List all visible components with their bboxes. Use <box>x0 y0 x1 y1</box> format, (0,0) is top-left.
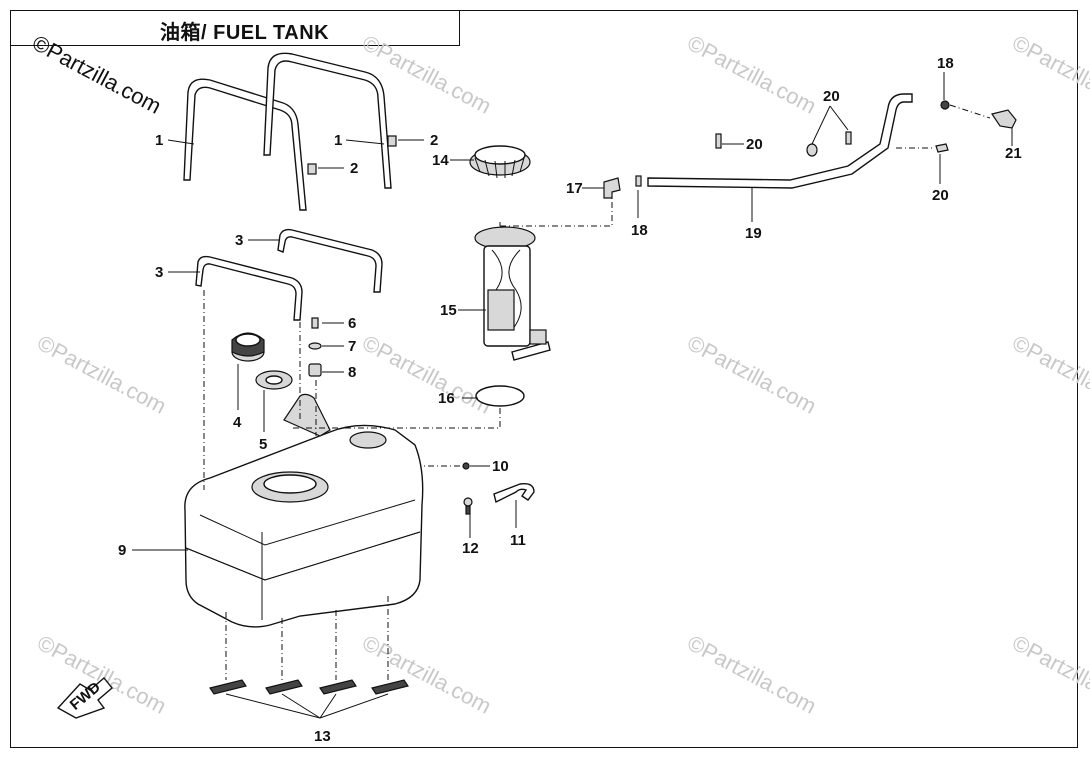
diagram-title: 油箱/ FUEL TANK <box>160 22 330 44</box>
fuel-tank <box>184 393 424 628</box>
callout-3: 3 <box>235 232 243 249</box>
callout-10: 10 <box>492 458 509 475</box>
pump-lock-ring <box>469 145 531 179</box>
callout-20: 20 <box>932 187 949 204</box>
clamp-18b <box>940 100 950 110</box>
callout-20: 20 <box>823 88 840 105</box>
clip-20a <box>715 133 722 149</box>
alignment-lines <box>203 104 991 680</box>
clip-20b <box>806 143 818 157</box>
bracket-left <box>183 78 307 211</box>
fwd-arrow-icon <box>56 676 113 719</box>
washer-7 <box>308 342 322 350</box>
bracket-right <box>263 52 392 189</box>
callout-9: 9 <box>118 542 126 559</box>
clamp-12 <box>463 497 473 515</box>
callout-8: 8 <box>348 364 356 381</box>
callout-20: 20 <box>746 136 763 153</box>
cap-gasket <box>255 370 293 390</box>
callout-18: 18 <box>631 222 648 239</box>
bolt-2a <box>387 135 397 147</box>
callout-6: 6 <box>348 315 356 332</box>
callout-7: 7 <box>348 338 356 355</box>
callout-13: 13 <box>314 728 331 745</box>
bolt-2b <box>307 163 317 175</box>
pump-gasket <box>475 385 525 407</box>
clamp-18a <box>635 175 642 187</box>
callout-15: 15 <box>440 302 457 319</box>
callout-11: 11 <box>510 532 526 549</box>
callout-1: 1 <box>334 132 342 149</box>
leader-lines <box>132 72 1013 719</box>
fitting-21 <box>991 109 1017 129</box>
callout-3: 3 <box>155 264 163 281</box>
rubber-strip-lower <box>195 255 303 321</box>
title-box: 油箱/ FUEL TANK <box>10 10 460 46</box>
bolt-6 <box>311 317 319 329</box>
callout-2: 2 <box>350 160 358 177</box>
callout-5: 5 <box>259 436 267 453</box>
callout-12: 12 <box>462 540 479 557</box>
diagram-frame <box>10 10 1078 748</box>
fuel-line <box>647 93 913 189</box>
fuel-cap <box>231 332 265 362</box>
nut-8 <box>308 363 322 377</box>
rubber-strip-upper <box>277 228 383 293</box>
hose-11 <box>493 482 535 504</box>
clip-20c <box>845 131 852 145</box>
callout-2: 2 <box>430 132 438 149</box>
callout-16: 16 <box>438 390 455 407</box>
callout-17: 17 <box>566 180 583 197</box>
clip-10 <box>462 462 470 470</box>
callout-1: 1 <box>155 132 163 149</box>
callout-19: 19 <box>745 225 762 242</box>
fuel-pump <box>474 226 551 361</box>
callout-18: 18 <box>937 55 954 72</box>
callout-21: 21 <box>1005 145 1022 162</box>
callout-labels: 1 1 2 2 3 3 4 5 6 7 8 9 10 11 12 13 14 1… <box>118 55 1022 745</box>
callout-14: 14 <box>432 152 449 169</box>
rubber-pads <box>209 679 409 695</box>
clip-20d <box>935 143 949 153</box>
callout-4: 4 <box>233 414 242 431</box>
quick-connector <box>603 177 621 199</box>
